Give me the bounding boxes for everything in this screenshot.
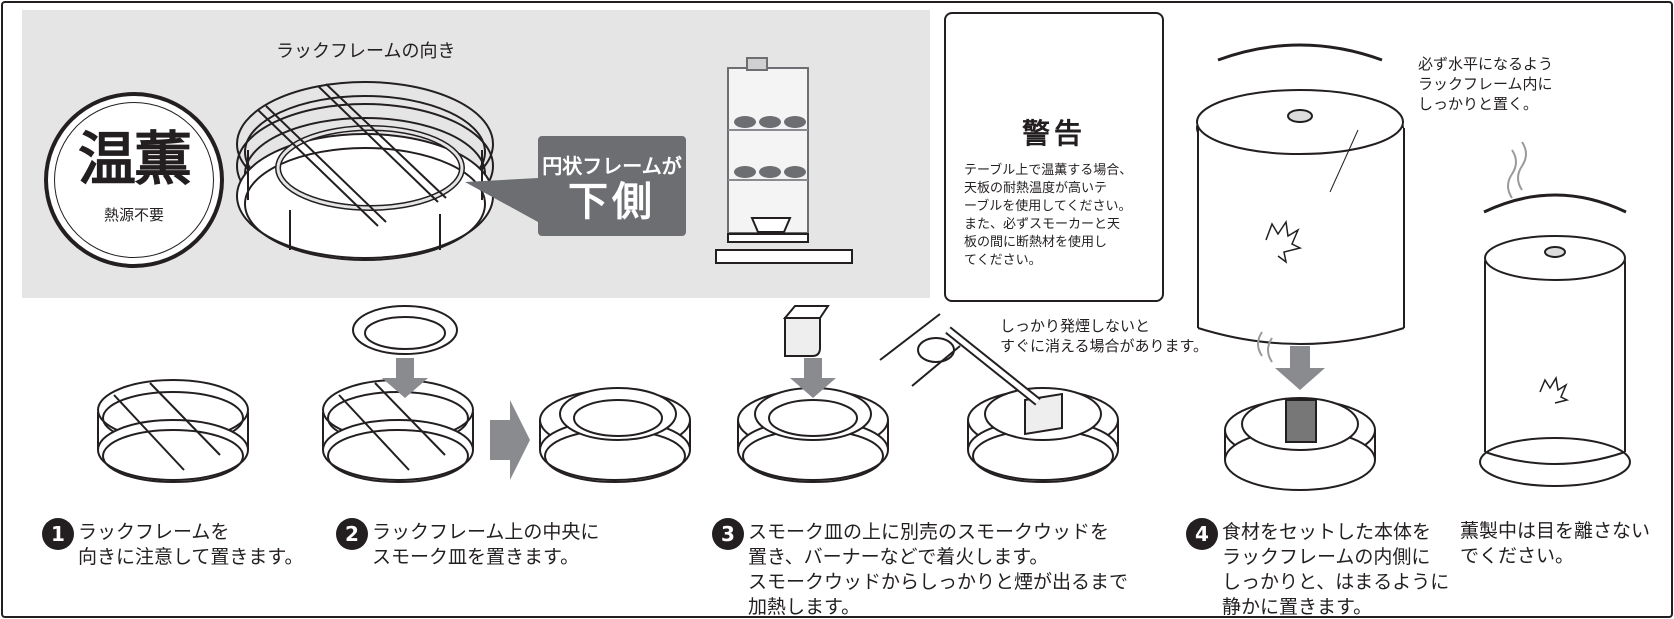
bottom-side-callout: 円状フレームが 下側 — [538, 136, 686, 236]
steam-icon — [1257, 141, 1527, 363]
callout-label: 円状フレームが — [542, 154, 682, 178]
warning-text: テーブル上で温薫する場合、 天板の耐熱温度が高いテ ーブルを使用してください。 … — [964, 162, 1156, 270]
warning-line: 板の間に断熱材を使用し — [964, 235, 1108, 250]
warning-line: ーブルを使用してください。 — [964, 199, 1132, 214]
step-line: ラックフレーム上の中央に — [372, 521, 600, 543]
step-line: 加熱します。 — [748, 596, 861, 618]
step-line: 向きに注意して置きます。 — [78, 546, 304, 568]
warning-title: 警告 — [1021, 117, 1086, 150]
warning-line: テーブル上で温薫する場合、 — [964, 163, 1133, 178]
final-caution-note: 薫製中は目を離さない でください。 — [1460, 519, 1650, 569]
smoker-body-lowering-illustration — [1196, 43, 1405, 491]
warning-line: また、必ずスモーカーと天 — [964, 217, 1121, 232]
step-number-badge: 2 — [336, 518, 368, 550]
rack-with-dish-illustration — [539, 387, 691, 483]
note-line: すぐに消える場合があります。 — [1000, 337, 1209, 355]
step-number-badge: 4 — [1186, 518, 1218, 550]
down-arrow-icon — [1275, 346, 1325, 390]
badge-subtitle: 熱源不要 — [103, 206, 164, 224]
warning-box: 警告 テーブル上で温薫する場合、 天板の耐熱温度が高いテ ーブルを使用してくださ… — [944, 12, 1164, 302]
level-placement-note: 必ず水平になるよう ラックフレーム内に しっかりと置く。 — [1418, 54, 1553, 114]
callout-pointer — [465, 178, 538, 222]
large-rack-frame-illustration — [236, 81, 494, 261]
step-number-badge: 3 — [712, 518, 744, 550]
rack-orientation-caption: ラックフレームの向き — [276, 41, 456, 62]
step-line: 置き、バーナーなどで着火します。 — [748, 546, 1049, 568]
callout-emphasis: 下側 — [568, 179, 656, 225]
step-text: ラックフレームを 向きに注意して置きます。 — [78, 520, 304, 570]
step-line: スモーク皿を置きます。 — [372, 546, 580, 568]
step-number-badge: 1 — [42, 518, 74, 550]
step-line: スモークウッドからしっかりと煙が出るまで — [748, 571, 1129, 593]
dish-with-wood-illustration — [737, 305, 889, 483]
note-line: しっかりと置く。 — [1418, 95, 1539, 113]
note-line: 必ず水平になるよう — [1418, 55, 1554, 73]
rack-frame-step1 — [97, 379, 249, 483]
step-text: スモーク皿の上に別売のスモークウッドを 置き、バーナーなどで着火します。 スモー… — [748, 520, 1128, 619]
badge-title: 温薫 — [77, 125, 192, 193]
final-note-line: でください。 — [1460, 545, 1575, 567]
final-note-line: 薫製中は目を離さない — [1460, 520, 1651, 542]
step-line: ラックフレームを — [78, 521, 230, 543]
warning-line: てください。 — [964, 253, 1042, 268]
step-line: 静かに置きます。 — [1222, 596, 1373, 618]
step-text: ラックフレーム上の中央に スモーク皿を置きます。 — [372, 520, 599, 570]
note-line: しっかり発煙しないと — [1000, 317, 1151, 335]
smoke-warning-note: しっかり発煙しないと すぐに消える場合があります。 — [1000, 316, 1208, 356]
stacked-smoker-illustration — [715, 57, 853, 264]
smoker-in-use-illustration — [1479, 193, 1631, 487]
note-line: ラックフレーム内に — [1418, 75, 1553, 93]
down-arrow-icon — [382, 358, 428, 398]
warning-line: 天板の耐熱温度が高いテ — [964, 181, 1108, 196]
onkun-badge: 温薫 熱源不要 — [44, 92, 224, 268]
step-line: スモーク皿の上に別売のスモークウッドを — [748, 521, 1110, 543]
step-line: 食材をセットした本体を — [1222, 521, 1432, 543]
step-line: しっかりと、はまるように — [1222, 571, 1450, 593]
right-arrow-icon — [490, 400, 530, 480]
rack-frame-step2 — [322, 305, 474, 483]
badge-inner-ring — [54, 102, 214, 258]
down-arrow-icon — [790, 358, 836, 398]
step-text: 食材をセットした本体を ラックフレームの内側に しっかりと、はまるように 静かに… — [1222, 520, 1449, 619]
step-line: ラックフレームの内側に — [1222, 546, 1431, 568]
burner-ignition-illustration — [879, 313, 1119, 483]
